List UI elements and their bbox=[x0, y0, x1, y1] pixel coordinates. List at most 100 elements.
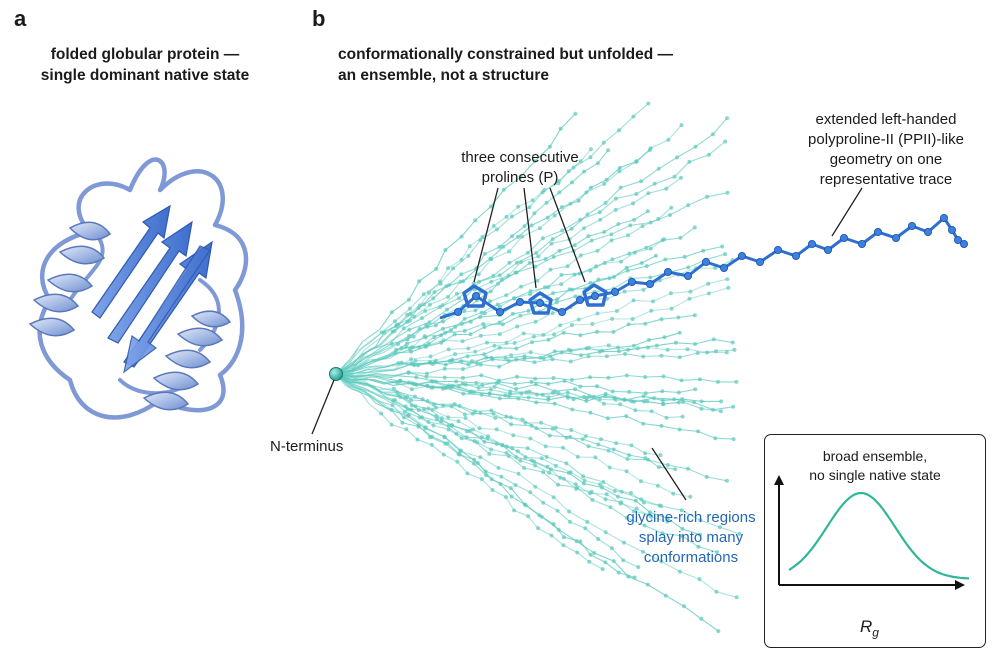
ensemble-residue bbox=[499, 474, 504, 479]
ensemble-residue bbox=[461, 391, 466, 396]
ensemble-residue bbox=[389, 422, 394, 427]
ensemble-residue bbox=[488, 289, 493, 294]
ensemble-residue bbox=[539, 420, 544, 425]
ensemble-residue bbox=[659, 353, 664, 358]
ensemble-residue bbox=[552, 349, 557, 354]
ensemble-conformer bbox=[335, 373, 668, 523]
ensemble-residue bbox=[476, 272, 481, 277]
ensemble-residue bbox=[500, 443, 505, 448]
ppii-representative-trace bbox=[439, 213, 969, 320]
ensemble-residue bbox=[454, 291, 459, 296]
ensemble-residue bbox=[692, 225, 697, 230]
ensemble-residue bbox=[717, 525, 722, 530]
ensemble-residue bbox=[737, 531, 742, 536]
ensemble-residue bbox=[555, 297, 560, 302]
ensemble-residue bbox=[511, 433, 516, 438]
ensemble-residue bbox=[641, 394, 646, 399]
rg-subscript: g bbox=[872, 625, 879, 640]
ensemble-residue bbox=[488, 204, 493, 209]
ensemble-residue bbox=[725, 478, 729, 483]
ensemble-residue bbox=[659, 317, 664, 322]
ensemble-residue bbox=[459, 272, 464, 277]
ensemble-residue bbox=[425, 371, 429, 376]
ensemble-residue bbox=[731, 437, 736, 442]
ensemble-residue bbox=[500, 322, 505, 327]
ensemble-residue bbox=[682, 604, 686, 609]
ensemble-residue bbox=[515, 449, 520, 454]
ensemble-residue bbox=[725, 116, 729, 121]
ensemble-residue bbox=[391, 398, 396, 403]
ensemble-residue bbox=[643, 451, 648, 456]
ensemble-residue bbox=[520, 417, 525, 422]
ensemble-residue bbox=[565, 264, 570, 269]
ensemble-residue bbox=[626, 347, 631, 352]
ensemble-residue bbox=[682, 254, 687, 259]
ensemble-residue bbox=[673, 340, 678, 345]
ensemble-residue bbox=[578, 384, 583, 389]
ensemble-residue bbox=[508, 486, 513, 491]
ensemble-residue bbox=[671, 491, 676, 496]
ensemble-residue bbox=[699, 399, 704, 404]
ensemble-residue bbox=[564, 435, 569, 440]
ensemble-residue bbox=[711, 337, 716, 342]
ensemble-residue bbox=[409, 398, 414, 402]
ensemble-residue bbox=[512, 508, 517, 513]
ensemble-residue bbox=[634, 192, 639, 196]
ensemble-residue bbox=[692, 313, 697, 318]
ensemble-residue bbox=[665, 347, 670, 352]
protein-loop bbox=[37, 157, 249, 420]
ensemble-residue bbox=[392, 319, 397, 324]
ppii-residue bbox=[516, 297, 525, 306]
ensemble-residue bbox=[514, 357, 519, 362]
ensemble-residue bbox=[421, 292, 426, 297]
ppii-residue bbox=[611, 287, 620, 296]
ensemble-residue bbox=[695, 351, 700, 355]
ensemble-residue bbox=[497, 396, 502, 401]
ensemble-residue bbox=[452, 402, 457, 407]
ppii-residue bbox=[874, 227, 883, 236]
ensemble-residue bbox=[725, 190, 730, 195]
ensemble-residue bbox=[585, 519, 590, 524]
ensemble-residue bbox=[561, 476, 566, 481]
ensemble-residue bbox=[526, 395, 531, 400]
ensemble-residue bbox=[450, 357, 455, 362]
ensemble-residue bbox=[582, 226, 586, 231]
ensemble-residue bbox=[639, 497, 644, 502]
ensemble-residue bbox=[503, 393, 508, 398]
ensemble-residue bbox=[471, 390, 476, 395]
ensemble-residue bbox=[546, 381, 551, 386]
ensemble-residue bbox=[552, 401, 557, 406]
ensemble-residue bbox=[440, 303, 445, 308]
ensemble-residue bbox=[488, 387, 493, 392]
ensemble-residue bbox=[462, 412, 467, 417]
ensemble-residue bbox=[548, 467, 553, 472]
ppii-residue bbox=[738, 251, 747, 260]
ensemble-residue bbox=[411, 334, 416, 339]
ppii-residue bbox=[948, 225, 957, 234]
ensemble-residue bbox=[581, 474, 586, 479]
unfolded-ensemble bbox=[335, 101, 742, 634]
ensemble-residue bbox=[713, 266, 718, 270]
ensemble-residue bbox=[590, 322, 595, 326]
ensemble-residue bbox=[509, 353, 514, 358]
ensemble-residue bbox=[461, 375, 465, 380]
ensemble-residue bbox=[518, 458, 523, 463]
ensemble-residue bbox=[645, 399, 650, 404]
ensemble-residue bbox=[571, 397, 576, 402]
panel-a-title-line1: folded globular protein — bbox=[50, 46, 240, 63]
ensemble-residue bbox=[441, 338, 446, 343]
ensemble-residue bbox=[572, 243, 577, 248]
ensemble-residue bbox=[460, 339, 465, 344]
ensemble-residue bbox=[622, 540, 626, 545]
ensemble-residue bbox=[489, 447, 494, 452]
ensemble-residue bbox=[553, 425, 558, 430]
ensemble-residue bbox=[585, 212, 590, 217]
ensemble-residue bbox=[541, 470, 546, 475]
ensemble-residue bbox=[604, 492, 609, 497]
prolines-label-line2: prolines (P) bbox=[481, 169, 559, 186]
ensemble-residue bbox=[588, 155, 593, 160]
ensemble-residue bbox=[686, 466, 690, 471]
ensemble-residue bbox=[402, 415, 406, 420]
ensemble-residue bbox=[465, 471, 470, 476]
ensemble-residue bbox=[510, 311, 515, 316]
